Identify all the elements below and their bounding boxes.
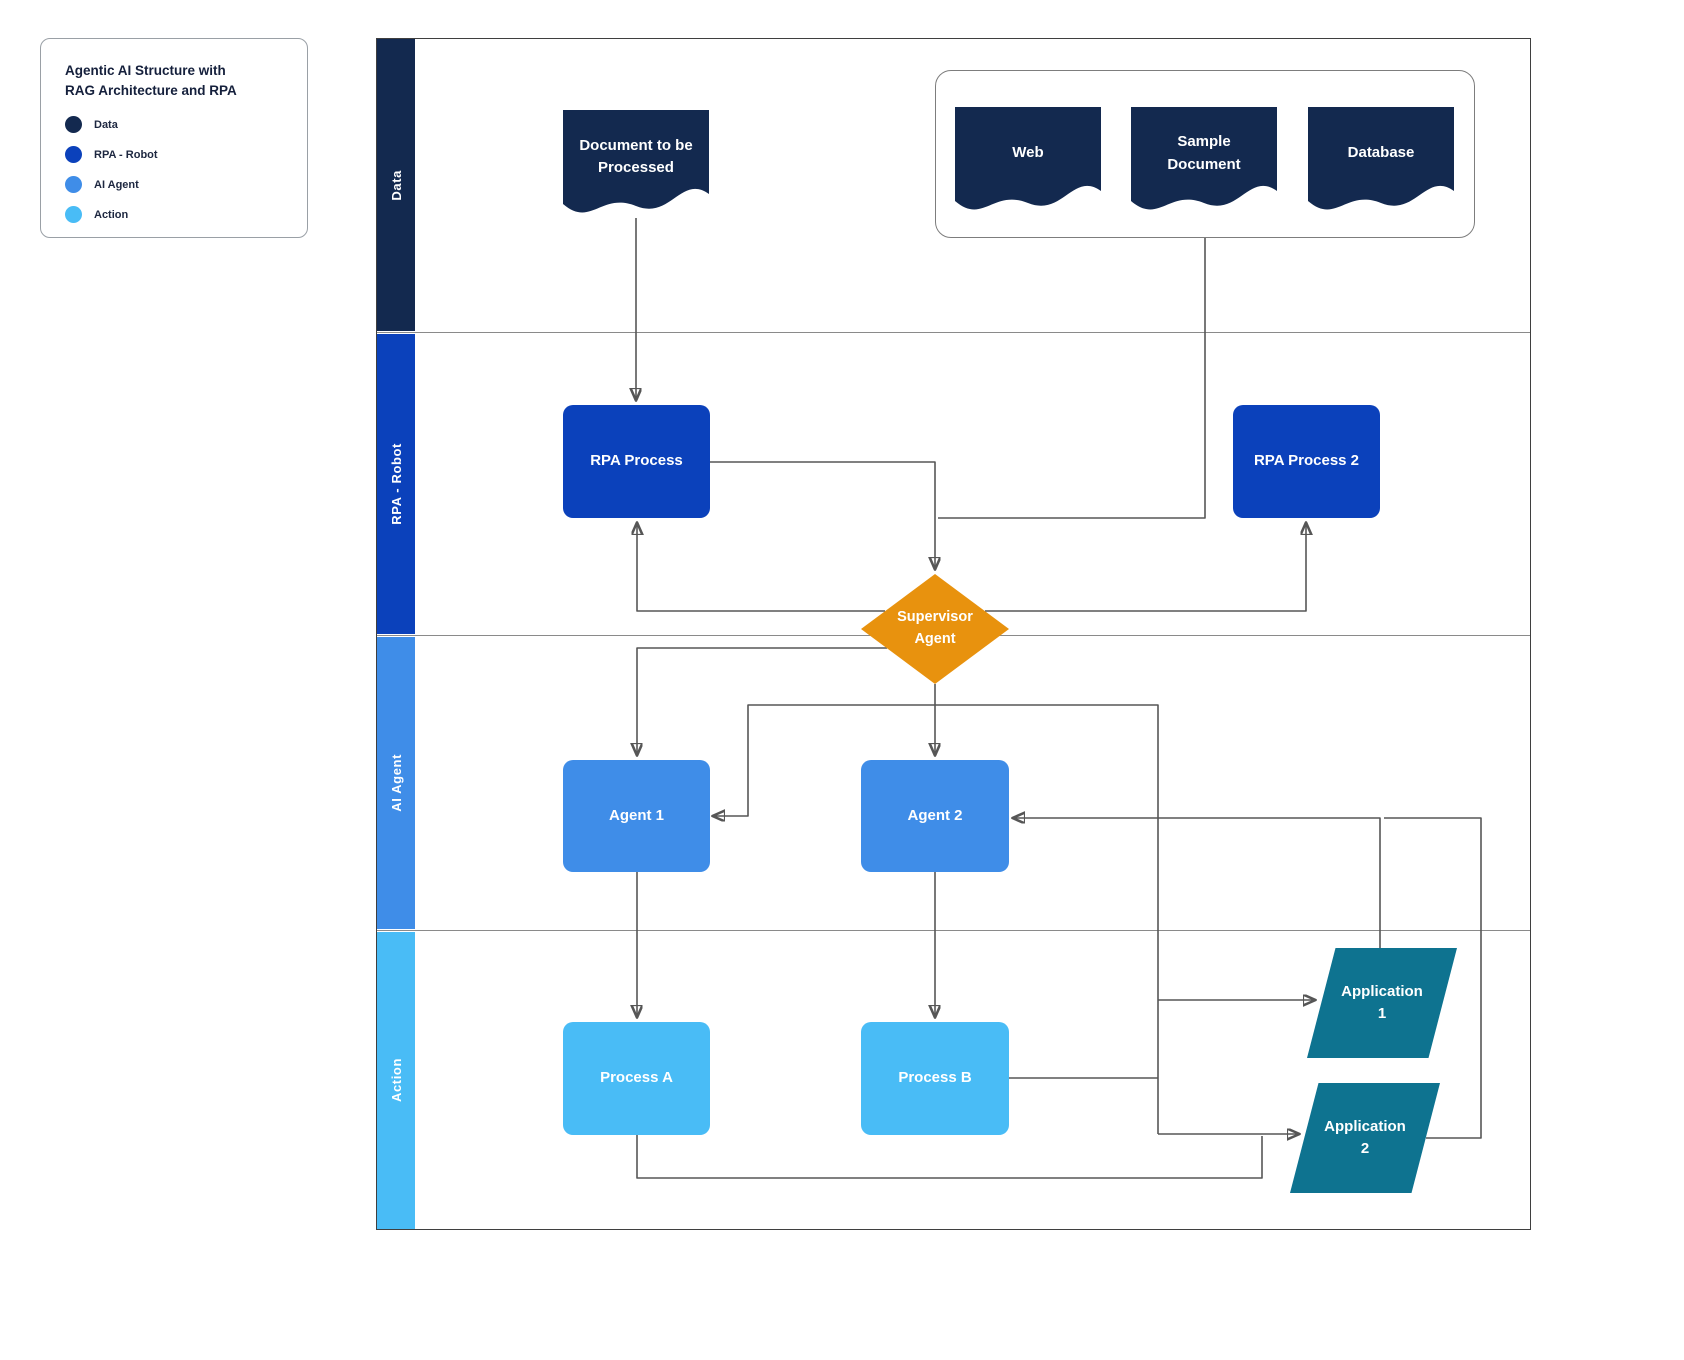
node-label: Sample Document [1167,133,1241,173]
node-label: Document to be Processed [579,136,693,176]
legend-title: Agentic AI Structure with RAG Architectu… [65,61,287,100]
node-label: Web [1012,144,1044,162]
node-label: Agent 1 [608,806,664,824]
legend-item-label: Data [94,118,118,131]
node-label: Supervisor Agent [897,609,973,647]
node-agent-2: Agent 2 [861,760,1009,872]
ai-agent-color-dot [65,176,82,194]
node-agent-1: Agent 1 [563,760,710,872]
lane-header-data: Data [377,39,415,331]
lane-label-rpa-robot: RPA - Robot [388,443,404,525]
node-label: Process B [898,1069,972,1087]
node-process-a: Process A [563,1022,710,1135]
legend-title-line1: Agentic AI Structure with [65,63,226,78]
lane-header-action: Action [377,932,415,1229]
legend-item-rpa-robot: RPA - Robot [65,146,287,164]
node-process-b: Process B [861,1022,1009,1135]
lane-divider [377,930,1530,931]
legend-item-data: Data [65,116,287,134]
legend-item-label: RPA - Robot [94,148,158,161]
legend-item-label: Action [94,208,129,221]
lane-label-ai-agent: AI Agent [388,754,404,812]
node-label: RPA Process 2 [1253,452,1360,470]
lane-label-action: Action [388,1058,404,1103]
node-label: RPA Process [590,452,683,470]
lane-header-ai-agent: AI Agent [377,637,415,929]
lane-header-rpa-robot: RPA - Robot [377,334,415,634]
action-color-dot [65,206,82,224]
legend-item-label: AI Agent [94,178,139,191]
node-label: Process A [600,1069,673,1087]
lane-divider [377,332,1530,333]
data-color-dot [65,116,82,134]
node-rpa-process-2: RPA Process 2 [1233,405,1380,518]
node-label: Agent 2 [907,806,963,824]
rpa-robot-color-dot [65,146,82,164]
node-label: Application 2 [1324,1117,1406,1158]
legend-item-action: Action [65,206,287,224]
legend: Agentic AI Structure with RAG Architectu… [40,38,308,238]
node-label: Application 1 [1341,982,1423,1023]
legend-title-line2: RAG Architecture and RPA [65,82,237,98]
node-label: Database [1347,144,1415,162]
legend-item-ai-agent: AI Agent [65,176,287,194]
node-rpa-process: RPA Process [563,405,710,518]
lane-label-data: Data [388,169,404,201]
